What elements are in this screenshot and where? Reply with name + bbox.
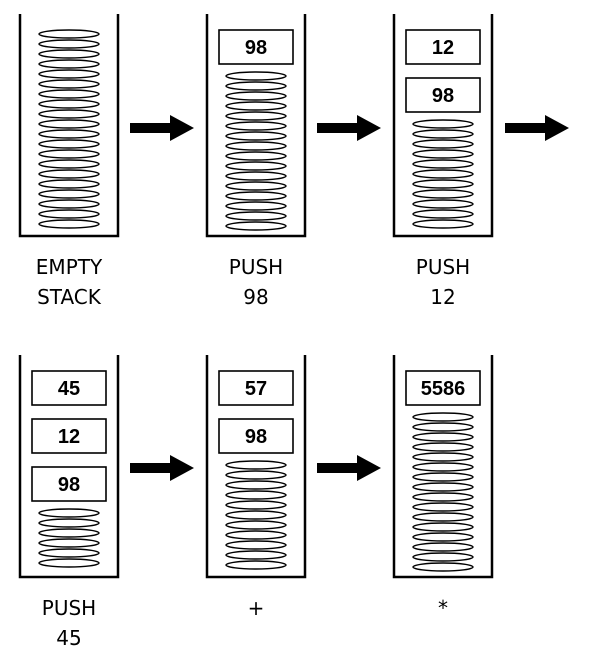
stack-label: 98 [243, 285, 268, 309]
stack-label: STACK [37, 285, 102, 309]
stack-label: 12 [430, 285, 455, 309]
stack-value-box: 12 [405, 29, 481, 65]
stack-value: 57 [245, 378, 267, 400]
stack-label: PUSH [42, 596, 96, 620]
stack-container [392, 355, 494, 579]
stack-value-box: 12 [31, 418, 107, 454]
arrow-right-icon [505, 115, 569, 141]
stack-value-box: 98 [405, 77, 481, 113]
stack-label: * [438, 596, 448, 620]
stack-value: 12 [58, 426, 80, 448]
spring-icon [225, 460, 287, 570]
stack-container [205, 14, 307, 238]
stack-label: EMPTY [36, 255, 103, 279]
stack-value: 12 [432, 37, 454, 59]
stack-value-box: 57 [218, 370, 294, 406]
spring-icon [225, 71, 287, 231]
arrow-right-icon [130, 455, 194, 481]
stack-container [18, 355, 120, 579]
stack-container [205, 355, 307, 579]
stack-value: 98 [245, 37, 267, 59]
stack-value: 98 [432, 85, 454, 107]
stack-label: PUSH [416, 255, 470, 279]
arrow-right-icon [130, 115, 194, 141]
spring-icon [38, 29, 100, 229]
spring-icon [412, 119, 474, 229]
stack-label: + [248, 596, 265, 620]
stack-value-box: 98 [31, 466, 107, 502]
stack-value: 45 [58, 378, 80, 400]
stack-value-box: 98 [218, 418, 294, 454]
stack-label: 45 [56, 626, 81, 650]
stack-value: 5586 [421, 378, 466, 400]
stack-value-box: 45 [31, 370, 107, 406]
stack-5: 5586 * [392, 355, 494, 620]
stack-value-box: 5586 [405, 370, 481, 406]
stack-value: 98 [245, 426, 267, 448]
arrow-right-icon [317, 115, 381, 141]
spring-icon [412, 412, 474, 572]
stack-4: 57 98 + [205, 355, 307, 620]
stack-0: EMPTY STACK [18, 14, 120, 309]
spring-icon [38, 508, 100, 568]
stack-value-box: 98 [218, 29, 294, 65]
stack-value: 98 [58, 474, 80, 496]
stack-label: PUSH [229, 255, 283, 279]
stack-container [18, 14, 120, 238]
arrow-right-icon [317, 455, 381, 481]
stack-container [392, 14, 494, 238]
